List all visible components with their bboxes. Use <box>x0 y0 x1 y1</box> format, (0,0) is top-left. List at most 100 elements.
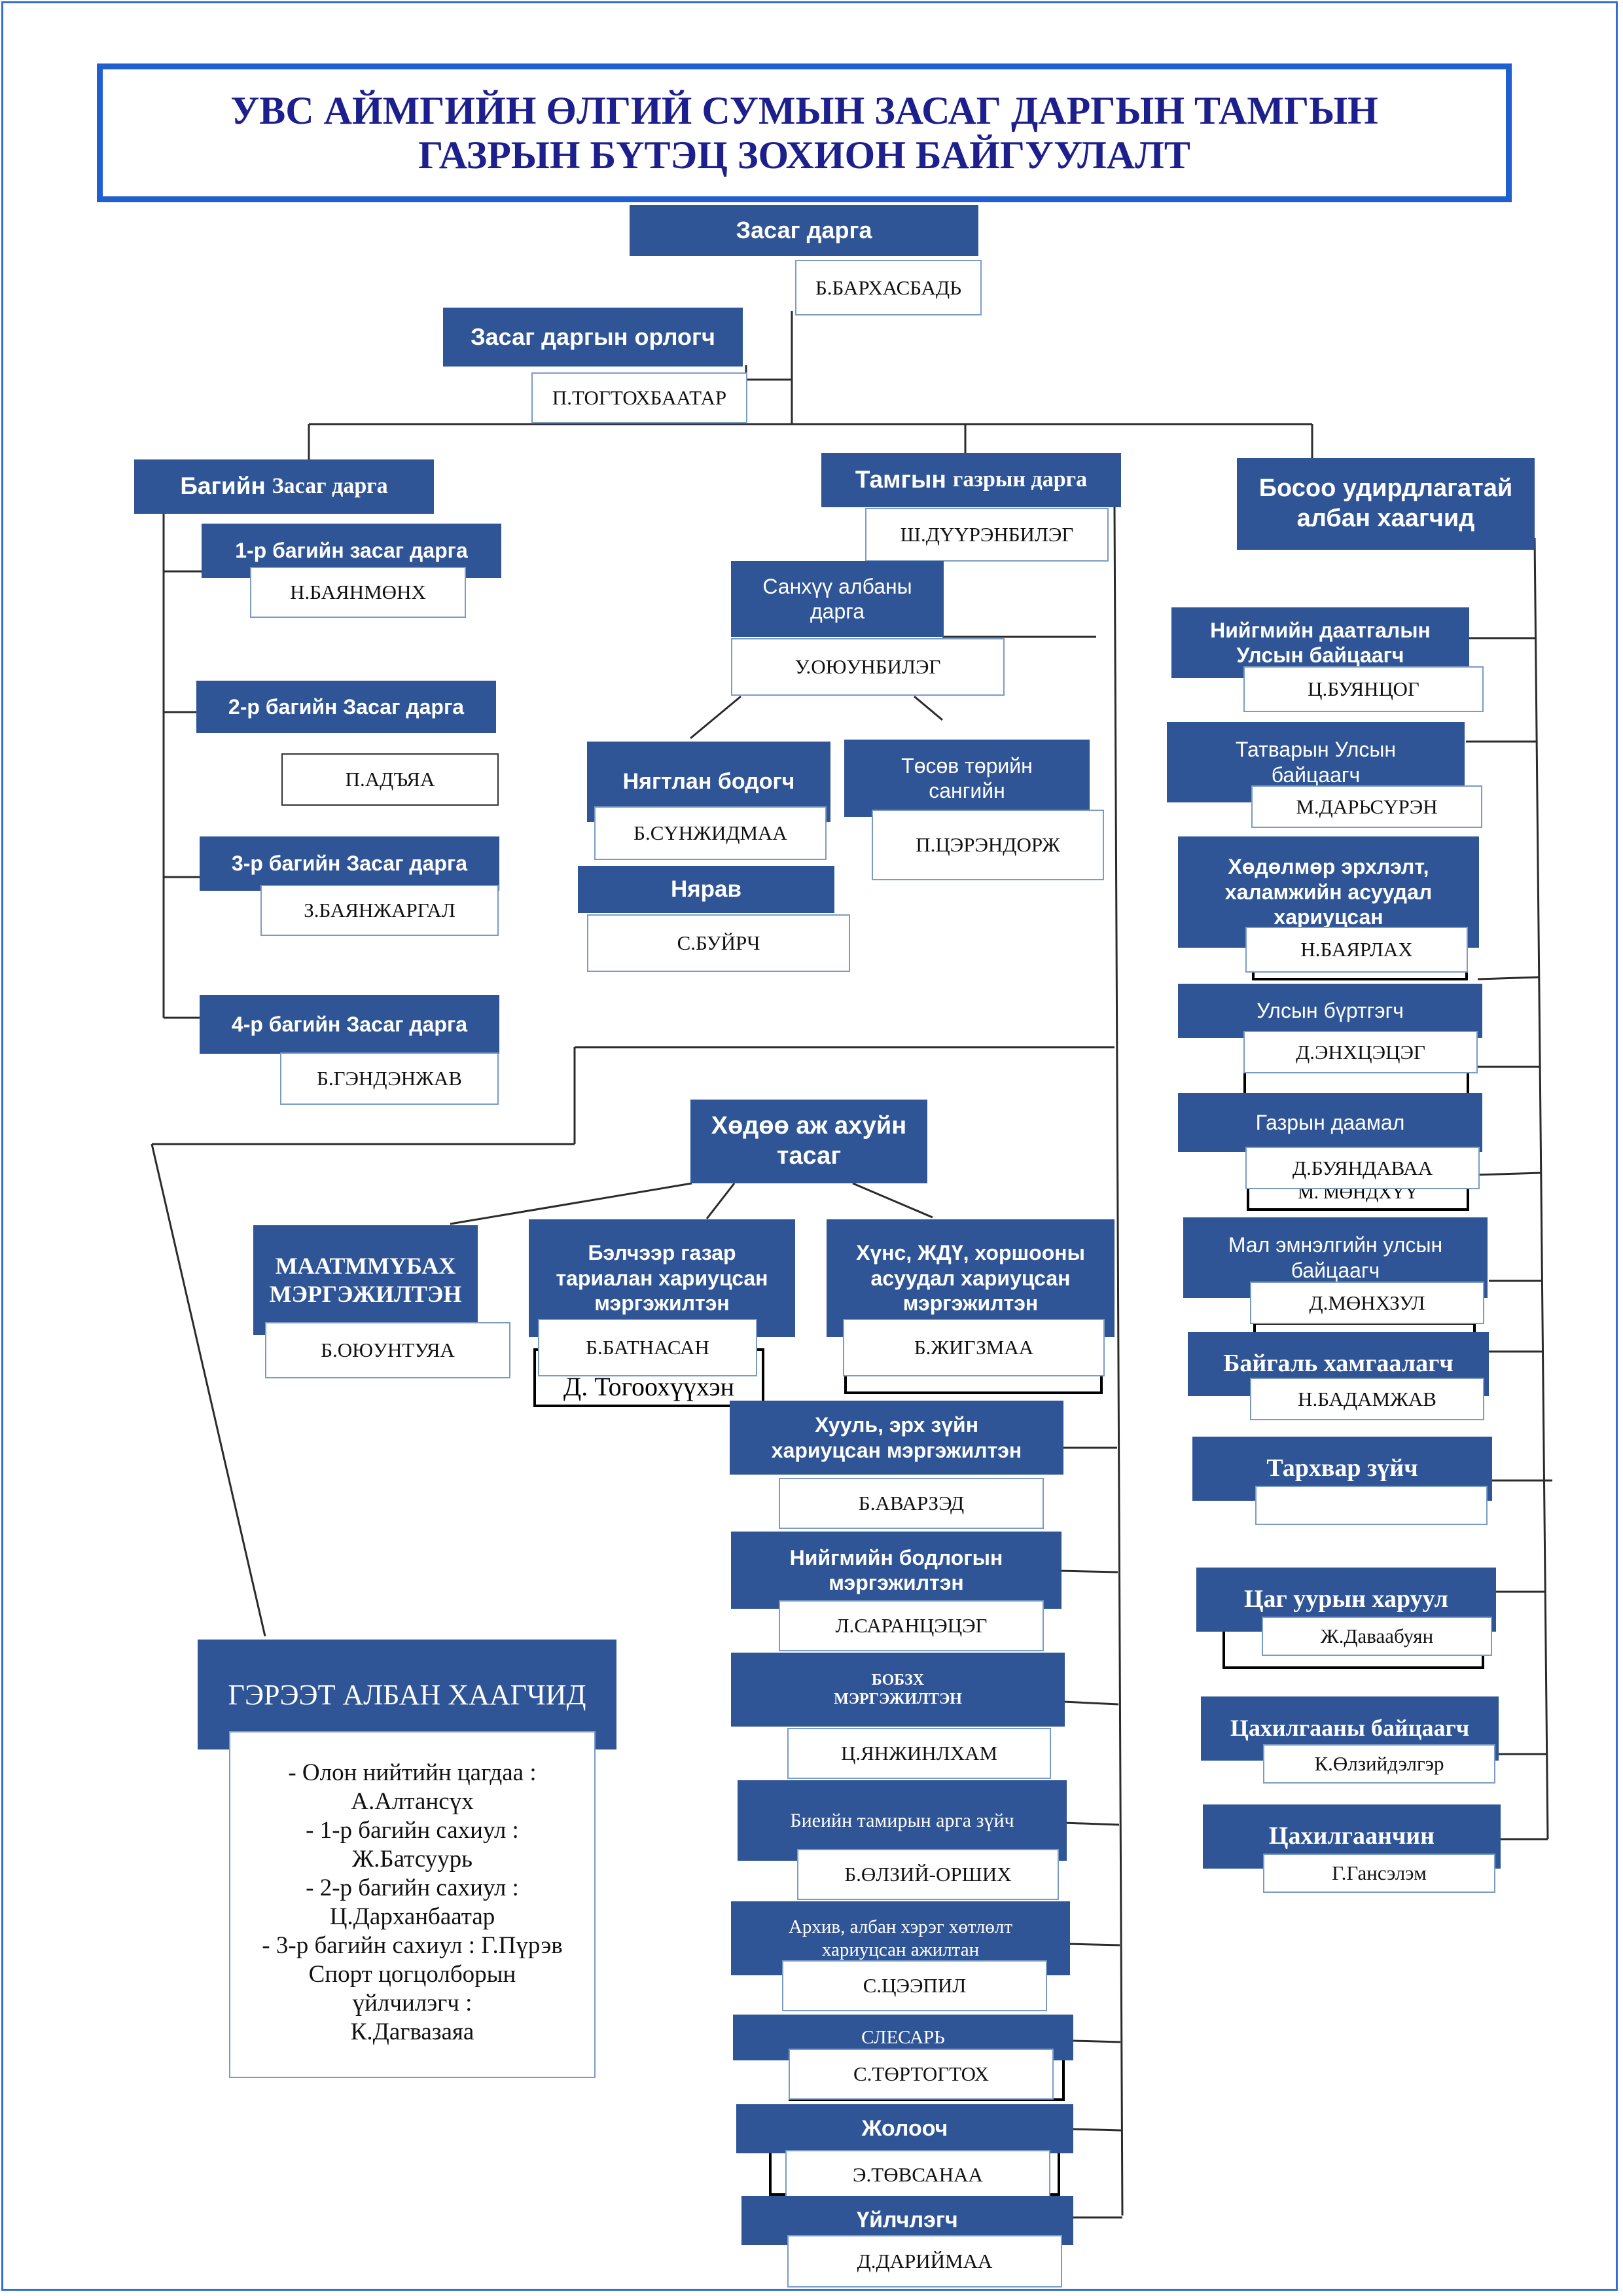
staff-7-line-1: Жолооч <box>861 2116 948 2142</box>
staff-1-title: Хууль, эрх зүйн хариуцсан мэргэжилтэн <box>730 1401 1063 1475</box>
staff-5-name: С.ЦЭЭПИЛ <box>782 1960 1047 2011</box>
agri-spec-3-line-3: мэргэжилтэн <box>902 1291 1039 1316</box>
accountant-title-text: Нягтлан бодогч <box>622 769 795 795</box>
page-title: УВС АЙМГИЙН ӨЛГИЙ СУМЫН ЗАСАГ ДАРГЫН ТАМ… <box>97 63 1512 202</box>
staff-4-title: Биеийн тамирын арга зүйч <box>738 1780 1067 1861</box>
agri-spec-2-ghost-name: Д. Тогоохүүхэн <box>563 1372 735 1401</box>
staff-3-title: БОБЗХ МЭРГЭЖИЛТЭН <box>731 1653 1065 1727</box>
agri-spec-1-name: Б.ОЮУНТУЯА <box>265 1322 510 1378</box>
bag-2-title: 2-р багийн Засаг дарга <box>196 681 496 733</box>
treasurer-title-line-2: сангийн <box>929 779 1005 802</box>
deputy-title-text: Засаг даргын орлогч <box>471 323 715 351</box>
accountant-name: Б.СҮНЖИДМАА <box>594 806 827 860</box>
indep-10-name: К.Өлзийдэлгэр <box>1263 1744 1495 1784</box>
staff-3-name: Ц.ЯНЖИНЛХАМ <box>787 1728 1051 1779</box>
agri-title-line-1: Хөдөө аж ахуйн <box>711 1112 907 1140</box>
agri-spec-3-line-2: асуудал хариуцсан <box>870 1266 1071 1290</box>
bag-2-title-text: 2-р багийн Засаг дарга <box>228 694 465 719</box>
indep-2-name: М.ДАРЬСҮРЭН <box>1251 785 1482 828</box>
agri-spec-3-name: Б.ЖИГЗМАА <box>843 1319 1105 1376</box>
agri-spec-3-line-1: Хүнс, ЖДҮ, хоршооны <box>856 1241 1085 1265</box>
agri-dept-title: Хөдөө аж ахуйн тасаг <box>690 1100 927 1183</box>
agri-spec-2-line-1: Бэлчээр газар <box>588 1241 736 1265</box>
treasurer-title-line-1: Төсөв төрийн <box>901 753 1033 778</box>
indep-1-line-1: Нийгмийн даатгалын <box>1210 618 1431 642</box>
contract-line-10: К.Дагвазаяа <box>350 2018 474 2045</box>
governor-title-text: Засаг дарга <box>736 217 872 244</box>
title-line-2: ГАЗРЫН БҮТЭЦ ЗОХИОН БАЙГУУЛАЛТ <box>418 134 1190 177</box>
contract-line-6: Ц.Дарханбаатар <box>329 1903 495 1930</box>
contract-line-3: - 1-р багийн сахиул : <box>306 1817 519 1844</box>
indep-8-name <box>1255 1486 1488 1525</box>
contract-line-9: үйлчилэгч : <box>352 1990 473 2017</box>
title-line-1: УВС АЙМГИЙН ӨЛГИЙ СУМЫН ЗАСАГ ДАРГЫН ТАМ… <box>230 89 1378 132</box>
independent-title-line-1: Босоо удирдлагатай <box>1258 475 1513 503</box>
contract-line-7: - 3-р багийн сахиул : Г.Пүрэв <box>262 1932 563 1959</box>
staff-3-line-1: БОБЗХ <box>871 1671 925 1689</box>
indep-6-line-2: байцаагч <box>1291 1258 1380 1282</box>
contract-line-2: А.Алтансүх <box>351 1788 474 1815</box>
indep-3-name: Н.БАЯРЛАХ <box>1245 927 1468 973</box>
staff-2-name: Л.САРАНЦЭЦЭГ <box>779 1600 1044 1651</box>
indep-3-line-2: халамжийн асуудал <box>1224 880 1433 904</box>
staff-8-line-1: Үйлчлэгч <box>857 2208 958 2233</box>
governor-name: Б.БАРХАСБАДЬ <box>795 260 982 315</box>
agri-spec-2-line-3: мэргэжилтэн <box>594 1291 730 1316</box>
treasurer-title: Төсөв төрийн сангийн <box>844 740 1090 817</box>
staff-1-line-2: хариуцсан мэргэжилтэн <box>771 1438 1022 1462</box>
indep-8-line-1: Тархвар зүйч <box>1266 1454 1418 1482</box>
agri-spec-1-line-2: МЭРГЭЖИЛТЭН <box>269 1281 462 1307</box>
deputy-title: Засаг даргын орлогч <box>443 308 743 367</box>
staff-2-title: Нийгмийн бодлогын мэргэжилтэн <box>731 1532 1061 1609</box>
governor-title: Засаг дарга <box>630 205 978 256</box>
bag-governor-title: Багийн Засаг дарга <box>134 459 434 514</box>
staff-1-name: Б.АВАРЗЭД <box>779 1478 1044 1529</box>
staff-7-title: Жолооч <box>736 2104 1073 2153</box>
agri-spec-1-title: МААТММҮБАХ МЭРГЭЖИЛТЭН <box>253 1225 478 1335</box>
indep-5-name: Д.БУЯНДАВАА <box>1245 1147 1480 1189</box>
bag-1-title-text: 1-р багийн засаг дарга <box>235 539 468 563</box>
storekeeper-name: С.БУЙРЧ <box>587 914 850 972</box>
indep-9-line-1: Цаг уурын харуул <box>1243 1585 1448 1613</box>
staff-3-line-2: МЭРГЭЖИЛТЭН <box>834 1690 962 1708</box>
staff-5-line-1: Архив, албан хэрэг хөтлөлт <box>788 1916 1013 1937</box>
independent-title-line-2: албан хаагчид <box>1296 505 1475 532</box>
bag-4-title: 4-р багийн Засаг дарга <box>200 995 499 1054</box>
contract-line-5: - 2-р багийн сахиул : <box>306 1874 519 1901</box>
bag-2-name: П.АДЪЯА <box>281 753 499 806</box>
staff-6-name: С.ТӨРТОГТОХ <box>789 2049 1054 2100</box>
staff-5-line-2: хариуцсан ажилтан <box>821 1939 980 1960</box>
contract-line-4: Ж.Батсуурь <box>351 1846 473 1873</box>
indep-4-name: Д.ЭНХЦЭЦЭГ <box>1243 1031 1478 1073</box>
office-head-title: Тамгын газрын дарга <box>821 453 1121 507</box>
staff-2-line-1: Нийгмийн бодлогын <box>789 1545 1003 1570</box>
staff-1-line-1: Хууль, эрх зүйн <box>814 1413 979 1437</box>
deputy-name: П.ТОГТОХБААТАР <box>531 372 747 423</box>
staff-4-name: Б.ӨЛЗИЙ-ОРШИХ <box>797 1849 1059 1900</box>
storekeeper-title-text: Нярав <box>670 876 742 902</box>
indep-11-line-1: Цахилгаанчин <box>1268 1822 1435 1850</box>
finance-title: Санхүү албаны дарга <box>731 561 944 637</box>
indep-5-line-1: Газрын даамал <box>1255 1110 1405 1134</box>
bag-3-title: 3-р багийн Засаг дарга <box>200 836 499 891</box>
contract-title-text: ГЭРЭЭТ АЛБАН ХААГЧИД <box>228 1678 586 1711</box>
indep-7-line-1: Байгаль хамгаалагч <box>1223 1350 1454 1378</box>
agri-spec-2-name: Б.БАТНАСАН <box>538 1319 757 1376</box>
office-head-name: Ш.ДҮҮРЭНБИЛЭГ <box>865 508 1109 562</box>
indep-4-title: Улсын бүртгэгч <box>1178 984 1482 1038</box>
indep-6-name: Д.МӨНХЗУЛ <box>1250 1282 1484 1324</box>
indep-6-line-1: Мал эмнэлгийн улсын <box>1228 1233 1443 1257</box>
contract-line-8: Спорт цогцолборын <box>308 1961 516 1988</box>
bag-3-title-text: 3-р багийн Засаг дарга <box>231 852 468 876</box>
bag-1-name: Н.БАЯНМӨНХ <box>250 567 466 618</box>
indep-2-line-1: Татварын Улсын <box>1235 738 1397 762</box>
indep-4-line-1: Улсын бүртгэгч <box>1257 999 1404 1023</box>
storekeeper-title: Нярав <box>578 866 834 913</box>
bag-title-prefix: Багийн <box>180 473 266 500</box>
independent-title: Босоо удирдлагатай албан хаагчид <box>1237 458 1535 550</box>
contract-employees-list: - Олон нийтийн цагдаа : А.Алтансүх - 1-р… <box>229 1731 596 2078</box>
finance-title-line-2: дарга <box>810 600 865 623</box>
bag-4-name: Б.ГЭНДЭНЖАВ <box>280 1052 499 1105</box>
